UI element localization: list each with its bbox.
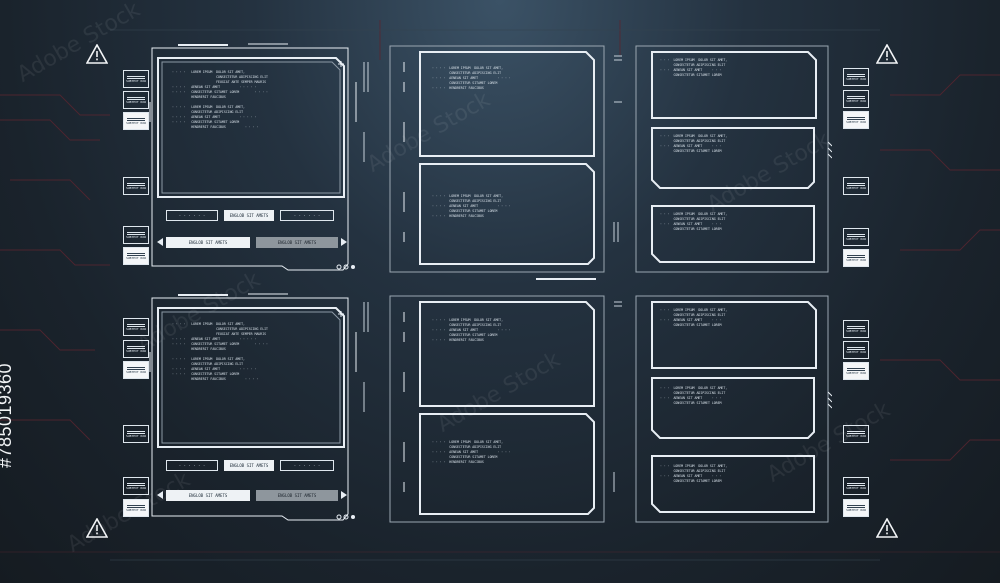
chip-label: SUBTEXT ROW [846, 236, 866, 241]
chip-button[interactable]: SUBTEXT ROW [843, 362, 869, 380]
stock-id: #785019360 [0, 362, 16, 469]
chip-button[interactable]: SUBTEXT ROW [843, 477, 869, 495]
warning-triangle-icon [876, 44, 898, 64]
arrow-right-icon[interactable] [340, 491, 348, 499]
chip-button[interactable]: SUBTEXT ROW [123, 318, 149, 336]
chip-button[interactable]: SUBTEXT ROW [123, 477, 149, 495]
panel-text: · · · · LOREM IPSUM DOLOR SIT AMET, CONS… [172, 70, 268, 129]
chip-button[interactable]: SUBTEXT ROW [843, 320, 869, 338]
dots-icon [336, 264, 355, 270]
chip-label: SUBTEXT ROW [846, 119, 866, 124]
panel-text: · · · · LOREM IPSUM DOLOR SIT AMET, CONS… [432, 194, 511, 218]
arrow-right-icon[interactable] [340, 238, 348, 246]
chip-button[interactable]: SUBTEXT ROW [843, 499, 869, 517]
chip-button[interactable]: SUBTEXT ROW [123, 226, 149, 244]
chip-button[interactable]: SUBTEXT ROW [123, 112, 149, 130]
primary-button[interactable]: ENGLOB SIT AMETS [166, 490, 250, 501]
secondary-button[interactable]: ENGLOB SIT AMETS [256, 490, 338, 501]
chip-button[interactable]: SUBTEXT ROW [843, 249, 869, 267]
chip-label: SUBTEXT ROW [126, 433, 146, 438]
chip-button[interactable]: SUBTEXT ROW [843, 425, 869, 443]
dots-icon [336, 514, 355, 520]
right-panel-frame [635, 45, 832, 273]
chip-button[interactable]: SUBTEXT ROW [123, 247, 149, 265]
right-panel-frame [635, 295, 832, 523]
chip-label: SUBTEXT ROW [126, 507, 146, 512]
chip-label: SUBTEXT ROW [126, 485, 146, 490]
chip-label: SUBTEXT ROW [126, 255, 146, 260]
chip-label: SUBTEXT ROW [126, 326, 146, 331]
arrow-left-icon[interactable] [156, 491, 164, 499]
warning-triangle-icon [86, 518, 108, 538]
chip-label: SUBTEXT ROW [846, 257, 866, 262]
small-button[interactable]: · · · · · · [280, 210, 334, 221]
warning-triangle-icon [86, 44, 108, 64]
small-button[interactable]: · · · · · · [166, 210, 218, 221]
small-button[interactable]: · · · · · · [166, 460, 218, 471]
panel-text: · · · · LOREM IPSUM DOLOR SIT AMET, CONS… [172, 322, 268, 381]
chip-label: SUBTEXT ROW [846, 76, 866, 81]
chip-button[interactable]: SUBTEXT ROW [843, 90, 869, 108]
left-panel-frame [149, 293, 357, 521]
panel-text: · · · LOREM IPSUM DOLOR SIT AMET, CONSEC… [660, 134, 728, 153]
chip-label: SUBTEXT ROW [126, 120, 146, 125]
separator-ticks [613, 55, 622, 492]
primary-button[interactable]: ENGLOB SIT AMETS [166, 237, 250, 248]
chip-label: SUBTEXT ROW [126, 185, 146, 190]
chip-label: SUBTEXT ROW [126, 78, 146, 83]
chip-button[interactable]: SUBTEXT ROW [123, 340, 149, 358]
panel-text: · · · · LOREM IPSUM DOLOR SIT AMET, CONS… [432, 440, 511, 464]
chip-label: SUBTEXT ROW [846, 507, 866, 512]
panel-text: · · · · LOREM IPSUM DOLOR SIT AMET, CONS… [432, 66, 511, 90]
chip-label: SUBTEXT ROW [126, 234, 146, 239]
chip-button[interactable]: SUBTEXT ROW [843, 177, 869, 195]
action-button[interactable]: ENGLOB SIT AMETS [224, 210, 274, 221]
chip-label: SUBTEXT ROW [126, 99, 146, 104]
panel-text: · · · LOREM IPSUM DOLOR SIT AMET, CONSEC… [660, 212, 728, 231]
panel-text: · · · LOREM IPSUM DOLOR SIT AMET, CONSEC… [660, 58, 728, 77]
chip-button[interactable]: SUBTEXT ROW [843, 68, 869, 86]
chip-label: SUBTEXT ROW [126, 348, 146, 353]
chip-button[interactable]: SUBTEXT ROW [843, 341, 869, 359]
panel-text: · · · LOREM IPSUM DOLOR SIT AMET, CONSEC… [660, 308, 728, 327]
chip-button[interactable]: SUBTEXT ROW [123, 425, 149, 443]
separator-ticks [363, 62, 369, 412]
chip-label: SUBTEXT ROW [846, 185, 866, 190]
middle-panel-frame [389, 45, 605, 280]
chip-label: SUBTEXT ROW [846, 98, 866, 103]
panel-text: · · · LOREM IPSUM DOLOR SIT AMET, CONSEC… [660, 386, 728, 405]
chip-label: SUBTEXT ROW [846, 349, 866, 354]
chip-button[interactable]: SUBTEXT ROW [123, 70, 149, 88]
chip-button[interactable]: SUBTEXT ROW [843, 111, 869, 129]
panel-text: · · · · LOREM IPSUM DOLOR SIT AMET, CONS… [432, 318, 511, 342]
small-button[interactable]: · · · · · · [280, 460, 334, 471]
chip-label: SUBTEXT ROW [846, 328, 866, 333]
secondary-button[interactable]: ENGLOB SIT AMETS [256, 237, 338, 248]
middle-panel-frame [389, 295, 605, 523]
warning-triangle-icon [876, 518, 898, 538]
chip-label: SUBTEXT ROW [126, 369, 146, 374]
chip-label: SUBTEXT ROW [846, 485, 866, 490]
chip-button[interactable]: SUBTEXT ROW [123, 361, 149, 379]
chip-button[interactable]: SUBTEXT ROW [843, 228, 869, 246]
chip-button[interactable]: SUBTEXT ROW [123, 177, 149, 195]
action-button[interactable]: ENGLOB SIT AMETS [224, 460, 274, 471]
chip-button[interactable]: SUBTEXT ROW [123, 499, 149, 517]
chip-label: SUBTEXT ROW [846, 370, 866, 375]
chip-label: SUBTEXT ROW [846, 433, 866, 438]
chip-button[interactable]: SUBTEXT ROW [123, 91, 149, 109]
panel-text: · · · LOREM IPSUM DOLOR SIT AMET, CONSEC… [660, 464, 728, 483]
arrow-left-icon[interactable] [156, 238, 164, 246]
left-panel-frame [149, 43, 357, 271]
